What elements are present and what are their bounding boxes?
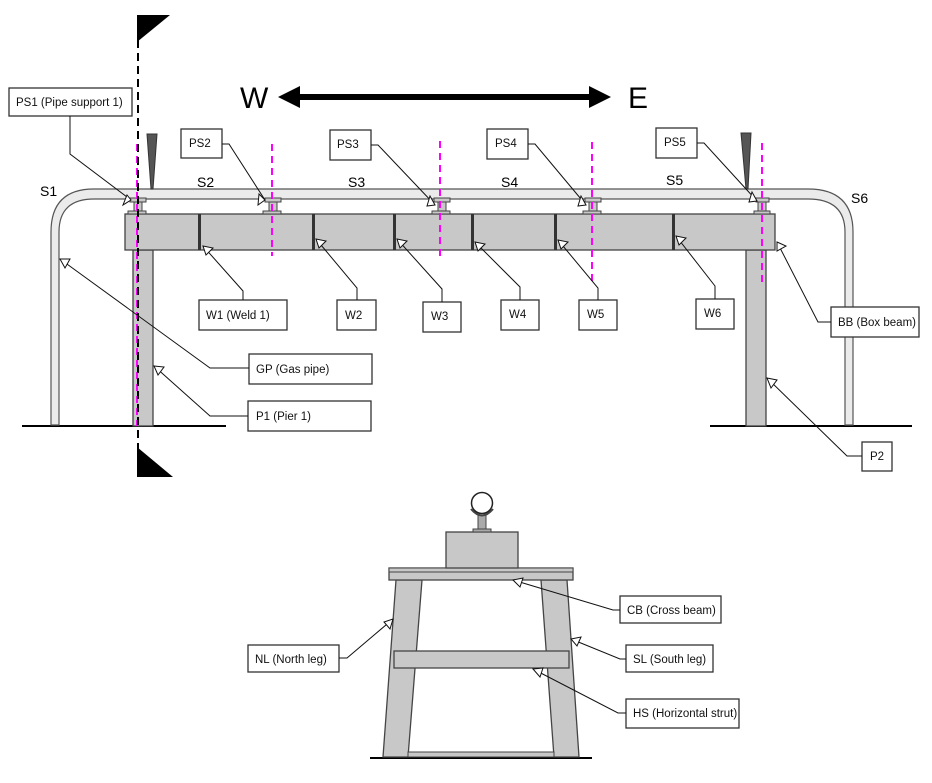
gas-pipe-section [470,491,494,515]
section-flag-bottom [137,447,173,477]
callout-cb: CB (Cross beam) [511,577,722,624]
section-flag-top [137,15,170,42]
callout-w6-text: W6 [704,308,721,320]
segment-label-s3: S3 [348,174,365,190]
callout-ps4-text: PS4 [495,138,517,150]
callout-hs: HS (Horizontal strut) [531,667,740,729]
callout-gp: GP (Gas pipe) [59,258,373,385]
callout-ps5: PS5 [655,127,758,203]
callout-ps4: PS4 [486,128,587,207]
segment-labels: S1 S2 S3 S4 S5 S6 [40,172,868,206]
weld-6 [672,214,675,250]
callout-w1: W1 (Weld 1) [198,245,288,331]
callout-nl-text: NL (North leg) [255,654,327,666]
weld-4 [471,214,474,250]
tapered-marker-west [146,133,158,190]
callout-p2: P2 [766,377,893,472]
elevation-view: W E S1 S2 S3 S4 S5 S6 PS1 (Pipe support … [8,15,920,477]
callout-bb: BB (Box beam) [776,241,920,338]
callout-ps5-text: PS5 [664,137,686,149]
callout-w3-text: W3 [431,311,448,323]
weld-2 [312,214,315,250]
callout-sl: SL (South leg) [570,636,714,673]
callout-ps1-text: PS1 (Pipe support 1) [16,97,123,109]
pipe-supports [127,197,771,215]
callout-p1-text: P1 (Pier 1) [256,411,311,423]
callout-w5-text: W5 [587,309,604,321]
tapered-marker-east [740,132,752,190]
callout-p2-text: P2 [870,451,884,463]
callout-w1-text: W1 (Weld 1) [206,310,270,322]
weld-5 [554,214,557,250]
segment-label-s1: S1 [40,183,57,199]
pipe-support-post [477,514,487,530]
callout-w4-text: W4 [509,309,527,321]
callout-w5: W5 [557,239,618,331]
callout-w2-text: W2 [345,310,362,322]
callout-cb-text: CB (Cross beam) [627,605,716,617]
callout-sl-text: SL (South leg) [633,654,706,666]
section-view: CB (Cross beam) SL (South leg) HS (Horiz… [247,491,740,759]
callout-ps3: PS3 [329,129,436,207]
arrow-head-west-icon [278,86,300,108]
callout-ps2: PS2 [180,128,266,207]
callout-bb-text: BB (Box beam) [838,317,916,329]
gas-pipe [50,188,854,426]
callout-hs-text: HS (Horizontal strut) [633,708,737,720]
segment-label-s4: S4 [501,174,518,190]
east-label: E [628,82,648,115]
callout-w6: W6 [675,235,735,330]
callout-p1: P1 (Pier 1) [153,365,372,432]
callout-nl: NL (North leg) [247,618,394,673]
horizontal-strut [393,650,570,669]
callout-w4: W4 [474,241,540,331]
west-label: W [240,82,269,115]
weld-3 [393,214,396,250]
segment-label-s5: S5 [666,172,683,188]
welds [198,214,675,250]
arrow-head-east-icon [589,86,611,108]
callout-w3: W3 [396,238,462,333]
segment-label-s6: S6 [851,190,868,206]
pipe-saddle [470,508,494,517]
segment-label-s2: S2 [197,174,214,190]
pipe-support-3 [431,197,451,215]
box-beam [124,213,776,251]
section-cut [137,15,173,477]
callout-w2: W2 [315,238,377,331]
callout-ps2-text: PS2 [189,138,211,150]
weld-1 [198,214,201,250]
callout-ps1: PS1 (Pipe support 1) [8,87,133,207]
callout-gp-text: GP (Gas pipe) [256,364,329,376]
direction-indicator: W E [240,82,648,115]
base-plate [407,751,555,758]
callout-ps3-text: PS3 [337,139,359,151]
box-beam-section [445,531,519,569]
